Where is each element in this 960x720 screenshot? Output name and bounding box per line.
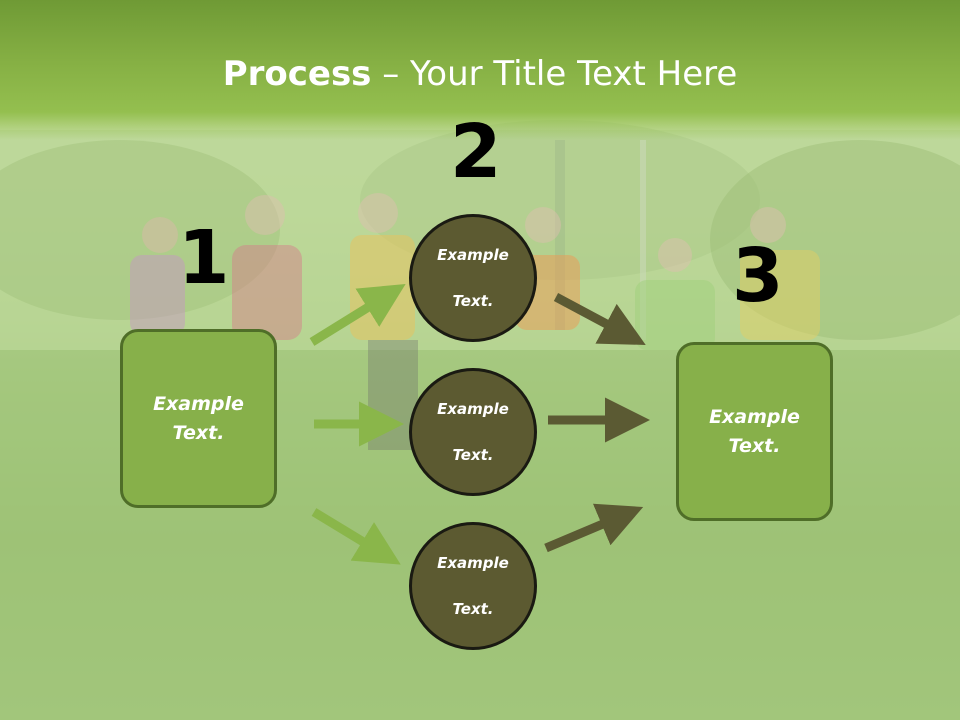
circle-top-line1: Example [437,245,509,264]
arrow-left-top [309,284,406,346]
circle-mid-line1: Example [437,399,509,418]
title-bar [0,0,960,140]
arrow-right-bottom [544,503,644,553]
circle-mid-line2: Text. [452,445,494,464]
arrow-left-bottom [311,508,401,565]
box-left-line1: Example [153,392,244,415]
box-left-line2: Text. [172,421,225,444]
step-number-1: 1 [178,215,230,301]
box-right-line1: Example [709,405,800,428]
circle-bottom-line2: Text. [452,599,494,618]
circle-bottom-line1: Example [437,553,509,572]
slide-title: Process – Your Title Text Here [0,52,960,96]
title-rest: – Your Title Text Here [371,54,738,94]
title-bold: Process [222,54,372,94]
step-number-2: 2 [450,109,502,195]
circle-top-line2: Text. [452,291,494,310]
arrow-right-top [553,293,646,345]
box-right-line2: Text. [728,434,781,457]
step-number-3: 3 [732,233,784,319]
